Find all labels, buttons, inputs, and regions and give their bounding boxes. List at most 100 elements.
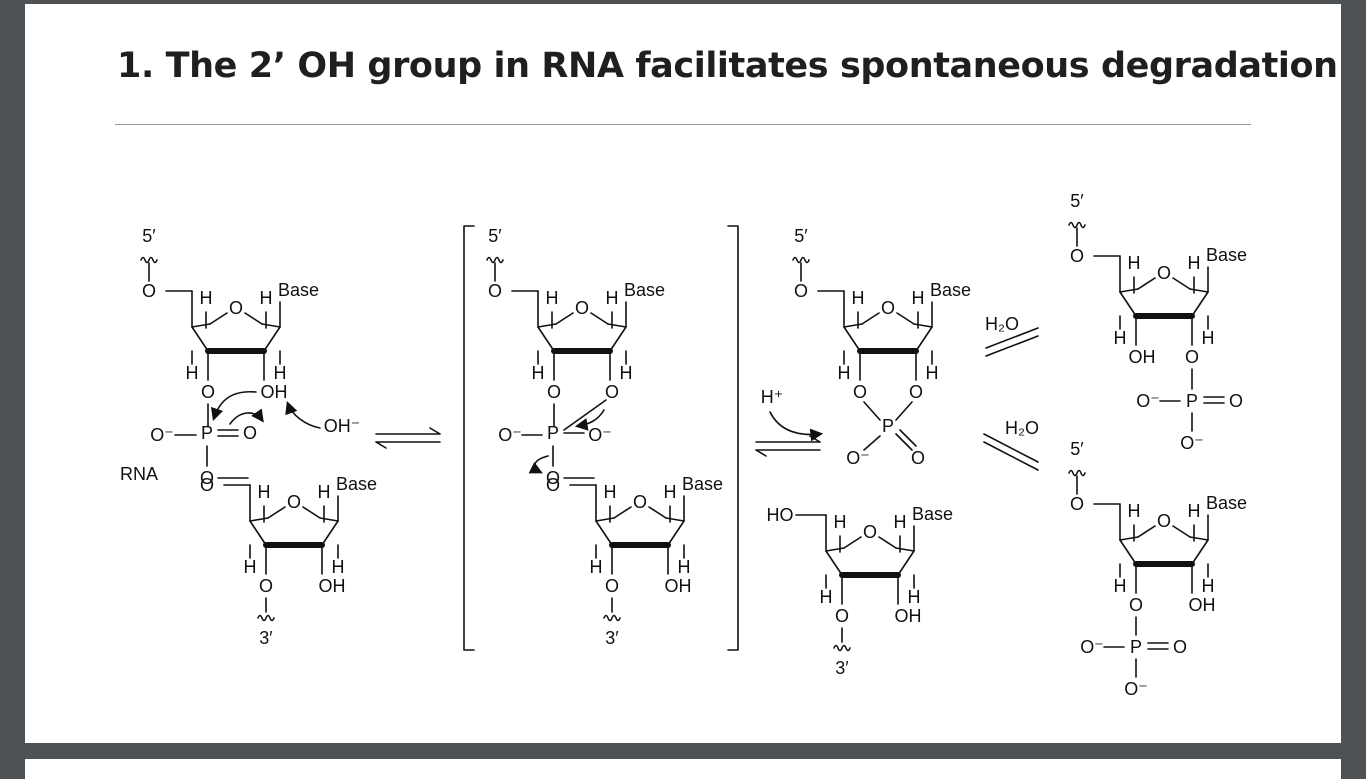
oh-label: OH bbox=[319, 576, 346, 596]
equilibrium-arrow-icon bbox=[985, 335, 1039, 357]
ring-bond bbox=[249, 517, 269, 522]
ring-bond bbox=[249, 520, 267, 546]
wavy-bond-icon bbox=[140, 256, 158, 264]
h-label: H bbox=[258, 482, 271, 502]
ring-bond bbox=[896, 312, 915, 325]
o5-label: O bbox=[1070, 494, 1084, 514]
ring-bond bbox=[825, 547, 845, 552]
o-minus-label: O⁻ bbox=[1136, 391, 1160, 411]
ring-bond bbox=[843, 536, 862, 549]
wavy-bond-icon bbox=[792, 256, 810, 264]
h-label: H bbox=[1114, 328, 1127, 348]
ring-oxygen: O bbox=[1157, 263, 1171, 283]
base-label: Base bbox=[1206, 245, 1247, 265]
h-label: H bbox=[546, 288, 559, 308]
ring-bond bbox=[667, 520, 685, 546]
wavy-bond-icon bbox=[486, 256, 504, 264]
h-label: H bbox=[664, 482, 677, 502]
h-label: H bbox=[318, 482, 331, 502]
o-minus-label: O⁻ bbox=[150, 425, 174, 445]
ring-bond bbox=[648, 506, 667, 519]
ring-bond bbox=[1119, 539, 1137, 565]
base-label: Base bbox=[336, 474, 377, 494]
oh-label: OH bbox=[665, 576, 692, 596]
o5-label: O bbox=[488, 281, 502, 301]
base-label: Base bbox=[912, 504, 953, 524]
ring-bond bbox=[595, 517, 615, 522]
ring-bond bbox=[263, 326, 281, 352]
o-label: O bbox=[546, 468, 560, 488]
ring-bond bbox=[1172, 277, 1191, 290]
five-prime-label: 5′ bbox=[1070, 191, 1084, 211]
h-label: H bbox=[678, 557, 691, 577]
arrow-icon bbox=[285, 400, 321, 429]
h-label: H bbox=[532, 363, 545, 383]
water-label: H₂O bbox=[985, 314, 1019, 334]
o-minus-label: O⁻ bbox=[1124, 679, 1148, 699]
ring-bond bbox=[302, 506, 321, 519]
h-label: H bbox=[912, 288, 925, 308]
o-minus-label: O⁻ bbox=[846, 448, 870, 468]
ring-bond bbox=[1191, 539, 1209, 565]
ring-bond bbox=[1189, 288, 1209, 293]
ring-bond bbox=[537, 323, 557, 328]
arrow-icon bbox=[528, 455, 549, 474]
slide-title: 1. The 2’ OH group in RNA facilitates sp… bbox=[117, 46, 1338, 86]
arrow-icon bbox=[574, 409, 605, 431]
equilibrium-arrow-icon bbox=[983, 441, 1039, 471]
wavy-bond-icon bbox=[1068, 221, 1086, 229]
h-label: H bbox=[604, 482, 617, 502]
o-label: O bbox=[200, 468, 214, 488]
rna-label: RNA bbox=[120, 464, 158, 484]
wavy-bond-icon bbox=[257, 614, 275, 622]
o3-label: O bbox=[853, 382, 867, 402]
ring-bond bbox=[665, 517, 685, 522]
ring-bond bbox=[319, 517, 339, 522]
o-minus-label: O⁻ bbox=[498, 425, 522, 445]
equilibrium-arrow-icon bbox=[375, 427, 441, 435]
ring-bond bbox=[861, 312, 880, 325]
o3-label: O bbox=[1129, 595, 1143, 615]
ring-bond bbox=[609, 326, 627, 352]
h-label: H bbox=[838, 363, 851, 383]
hydroxide-label: OH⁻ bbox=[324, 416, 361, 436]
ring-oxygen: O bbox=[863, 522, 877, 542]
h-label: H bbox=[820, 587, 833, 607]
equilibrium-arrow-icon bbox=[983, 433, 1039, 463]
ring-bond bbox=[843, 326, 861, 352]
ring-bond bbox=[244, 312, 263, 325]
ring-oxygen: O bbox=[229, 298, 243, 318]
ring-bond bbox=[1119, 288, 1139, 293]
ring-bond bbox=[1119, 291, 1137, 317]
ring-bond bbox=[613, 506, 632, 519]
title-divider bbox=[115, 124, 1251, 125]
wavy-bond-icon bbox=[833, 644, 851, 652]
phosphorus: P bbox=[547, 423, 559, 443]
o-label: O bbox=[1173, 637, 1187, 657]
five-prime-label: 5′ bbox=[1070, 439, 1084, 459]
h-label: H bbox=[926, 363, 939, 383]
base-label: Base bbox=[682, 474, 723, 494]
h-label: H bbox=[834, 512, 847, 532]
h-label: H bbox=[1202, 328, 1215, 348]
o5-label: O bbox=[200, 475, 214, 495]
ring-bond bbox=[555, 312, 574, 325]
o-minus-label: O⁻ bbox=[1180, 433, 1204, 453]
equilibrium-arrow-icon bbox=[755, 449, 821, 457]
forming-bond bbox=[563, 399, 607, 431]
h-label: H bbox=[620, 363, 633, 383]
ring-bond bbox=[590, 312, 609, 325]
ring-bond bbox=[191, 323, 211, 328]
o3-label: O bbox=[259, 576, 273, 596]
h-label: H bbox=[260, 288, 273, 308]
ring-bond bbox=[261, 323, 281, 328]
o-label: O bbox=[243, 423, 257, 443]
h-label: H bbox=[908, 587, 921, 607]
oh-label: OH bbox=[261, 382, 288, 402]
ring-oxygen: O bbox=[881, 298, 895, 318]
o-label: O bbox=[911, 448, 925, 468]
phosphorus: P bbox=[1186, 391, 1198, 411]
slide: 1. The 2’ OH group in RNA facilitates sp… bbox=[25, 4, 1341, 743]
ring-bond bbox=[607, 323, 627, 328]
equilibrium-arrow-icon bbox=[375, 441, 441, 449]
